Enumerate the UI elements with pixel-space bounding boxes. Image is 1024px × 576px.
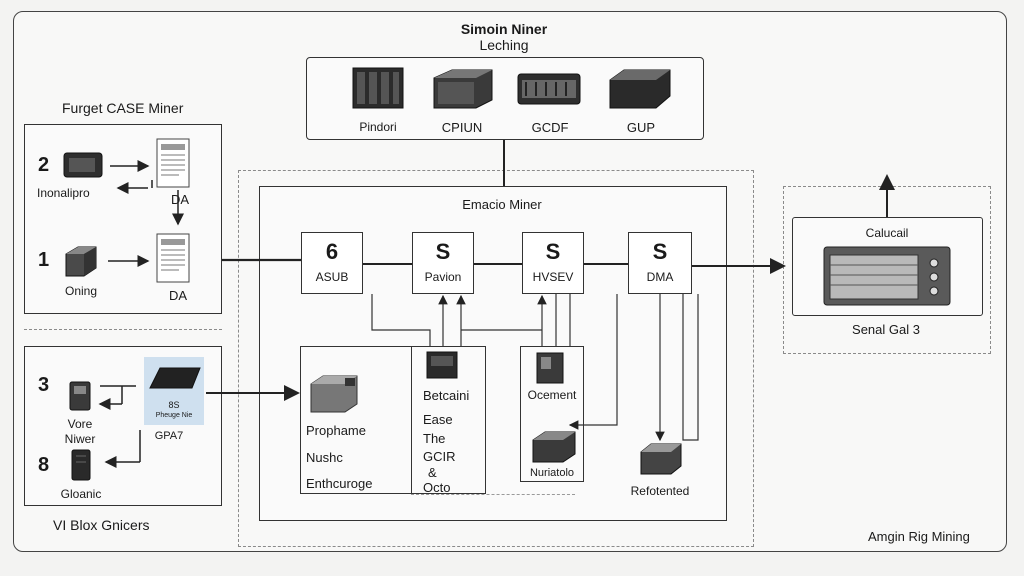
card-caption: GPA7 <box>154 430 184 442</box>
node-hvsev-number: S <box>545 239 561 264</box>
row4-label: Gloanic <box>60 487 102 501</box>
left-footer: VI Blox Gnicers <box>53 517 150 533</box>
node-asub: 6 ASUB <box>301 232 363 294</box>
document-icon <box>156 138 190 188</box>
panel-left-line-2: Nushc <box>306 450 343 465</box>
center-region <box>238 170 754 547</box>
cube-device-icon <box>65 246 97 277</box>
node-dma: S DMA <box>628 232 692 294</box>
node-pavion-label: Pavion <box>424 270 462 284</box>
node-hvsev: S HVSEV <box>522 232 584 294</box>
mining-rig-icon <box>823 246 951 306</box>
miner-device-icon <box>63 152 103 178</box>
row2-label: Inonalipro <box>37 186 90 200</box>
left-top-title: Furget CASE Miner <box>62 100 184 116</box>
panel-mid-line-5: & <box>428 465 437 480</box>
storage-unit-icon <box>640 443 682 475</box>
row3-label-1: Vore <box>67 417 93 431</box>
row1-doc-label: DA <box>168 288 188 303</box>
device-label-1: Pindori <box>359 120 397 134</box>
node-asub-number: 6 <box>325 239 339 264</box>
panel-mid-line-4: GCIR <box>423 449 456 464</box>
card-number: 8S <box>168 400 180 410</box>
node-pavion: S Pavion <box>412 232 474 294</box>
gpu-box-icon <box>609 69 671 109</box>
panel-mid-line-1: Betcaini <box>423 388 470 403</box>
row1-label: Oning <box>64 284 98 298</box>
panel-divider <box>411 346 412 494</box>
controller-icon <box>426 351 458 379</box>
footer-right: Amgin Rig Mining <box>868 529 970 544</box>
node-dma-number: S <box>652 239 668 264</box>
device-label-4: GUP <box>626 120 656 135</box>
panel-bottom-dash <box>411 494 575 495</box>
row2-doc-label: DA <box>170 192 190 207</box>
server-rack-icon <box>352 67 404 109</box>
panel-left-line-1: Prophame <box>306 423 366 438</box>
node-hvsev-label: HVSEV <box>532 270 574 284</box>
small-device-icon <box>69 381 91 411</box>
mining-card-icon <box>149 367 201 389</box>
panel-mid-line-2: Ease <box>423 412 453 427</box>
row2-number: 2 <box>38 154 50 176</box>
node-dma-label: DMA <box>646 270 674 284</box>
center-title: Emacio Miner <box>462 197 542 212</box>
module-icon <box>536 352 564 384</box>
row3-number: 3 <box>38 374 50 396</box>
right-title: Calucail <box>865 226 909 240</box>
power-supply-icon <box>310 375 358 413</box>
diagram-title-line2: Leching <box>479 37 529 53</box>
left-top-box <box>24 124 222 314</box>
device-label-3: GCDF <box>531 120 569 135</box>
row4-number: 8 <box>38 454 50 476</box>
far-right-label: Refotented <box>630 484 690 498</box>
panel-right-bottom: Nuriatolo <box>529 467 575 479</box>
card-text: Pheuge Nie <box>155 412 193 419</box>
node-pavion-number: S <box>435 239 451 264</box>
panel-mid-line-6: Octo <box>423 480 451 495</box>
tower-device-icon <box>71 449 91 481</box>
diagram-title-line1: Simoin Niner <box>460 21 548 37</box>
document-icon <box>156 233 190 283</box>
panel-right-label: Ocement <box>527 388 577 402</box>
hardware-unit-icon <box>532 431 576 463</box>
panel-mid-line-3: The <box>423 431 446 446</box>
right-subtitle: Senal Gal 3 <box>852 322 920 337</box>
gpu-card-icon <box>517 73 581 105</box>
cpu-unit-icon <box>433 69 493 109</box>
row1-number: 1 <box>38 249 50 271</box>
panel-left-line-3: Enthcuroge <box>306 476 373 491</box>
node-asub-label: ASUB <box>315 270 349 284</box>
left-separator <box>24 329 222 330</box>
row3-label-2: Niwer <box>64 432 96 446</box>
device-label-2: CPIUN <box>441 120 483 135</box>
